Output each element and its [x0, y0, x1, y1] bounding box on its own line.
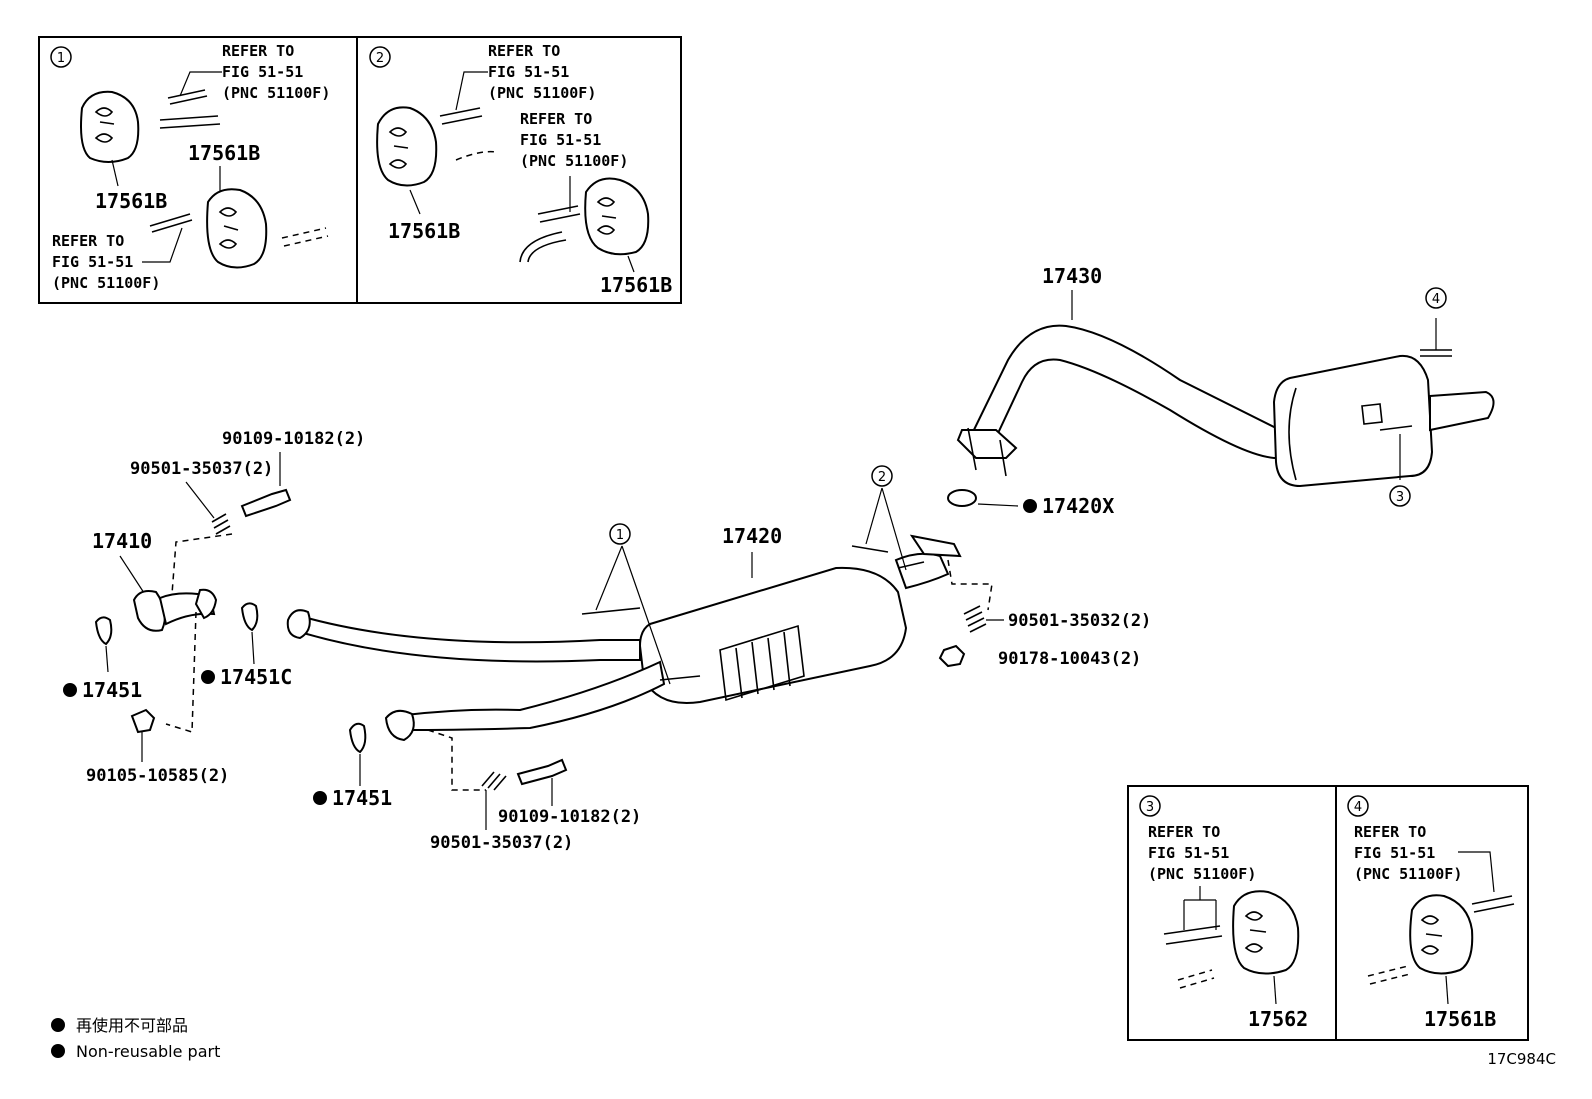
tail-pipe-assembly: 17430 4 3 [956, 264, 1495, 507]
callout-4-icon [1347, 795, 1369, 817]
refer-line1: REFER TO [520, 110, 592, 128]
refer-line3: (PNC 51100F) [222, 84, 330, 102]
lower-fasteners: 17451 90501-35037(2) 90109-10182(2) [313, 722, 641, 853]
part-label-90501-35037-bottom: 90501-35037(2) [430, 833, 573, 853]
callout-3-label: 3 [1146, 800, 1154, 815]
refer-line2: FIG 51-51 [520, 131, 601, 149]
callout-3-label: 3 [1396, 490, 1404, 505]
part-label-17410: 17410 [92, 529, 152, 553]
callout-4-label: 4 [1354, 800, 1362, 815]
part-label-17420: 17420 [722, 524, 782, 548]
part-label-17561b: 17561B [188, 141, 260, 165]
non-reusable-dot-icon [1023, 499, 1037, 513]
part-label-17451c: 17451C [220, 665, 292, 689]
non-reusable-dot-icon [313, 791, 327, 805]
callout-4-label: 4 [1432, 292, 1440, 307]
refer-line2: FIG 51-51 [1148, 844, 1229, 862]
callout-4-icon [1425, 287, 1447, 309]
callout-2-label: 2 [376, 51, 384, 66]
gasket-17420x: 17420X [947, 489, 1114, 518]
refer-line3: (PNC 51100F) [52, 274, 160, 292]
part-label-90178-10043: 90178-10043(2) [998, 649, 1141, 669]
legend-jp: 再使用不可部品 [76, 1016, 188, 1035]
part-label-17561b: 17561B [1424, 1007, 1496, 1031]
right-fasteners: 90501-35032(2) 90178-10043(2) [938, 559, 1151, 669]
refer-line1: REFER TO [488, 42, 560, 60]
refer-line1: REFER TO [1354, 823, 1426, 841]
front-pipe-assembly: 90109-10182(2) 90501-35037(2) 17410 1745… [63, 429, 365, 786]
non-reusable-dot-icon [51, 1044, 65, 1058]
part-label-17561b: 17561B [388, 219, 460, 243]
refer-line3: (PNC 51100F) [1354, 865, 1462, 883]
refer-line3: (PNC 51100F) [488, 84, 596, 102]
part-label-17430: 17430 [1042, 264, 1102, 288]
refer-line2: FIG 51-51 [222, 63, 303, 81]
part-label-90109-10182-top: 90109-10182(2) [222, 429, 365, 449]
refer-line1: REFER TO [222, 42, 294, 60]
part-label-90501-35037-top: 90501-35037(2) [130, 459, 273, 479]
rubber-hanger-icon [206, 188, 268, 269]
refer-line3: (PNC 51100F) [520, 152, 628, 170]
refer-line1: REFER TO [52, 232, 124, 250]
rubber-hanger-icon [80, 90, 140, 163]
part-label-17561b: 17561B [600, 273, 672, 297]
rubber-hanger-icon [1409, 894, 1474, 975]
callout-3-icon [1139, 795, 1161, 817]
inset-4: 4 REFER TO FIG 51-51 (PNC 51100F) 17561B [1335, 785, 1529, 1041]
callout-1-label: 1 [616, 528, 624, 543]
refer-line2: FIG 51-51 [1354, 844, 1435, 862]
callout-1-icon [50, 46, 72, 68]
callout-2-icon [369, 46, 391, 68]
part-label-17451: 17451 [82, 678, 142, 702]
callout-1-label: 1 [57, 51, 65, 66]
non-reusable-dot-icon [51, 1018, 65, 1032]
figure-code: 17C984C [1487, 1050, 1556, 1068]
refer-line1: REFER TO [1148, 823, 1220, 841]
part-label-17451: 17451 [332, 786, 392, 810]
part-label-90105-10585: 90105-10585(2) [86, 766, 229, 786]
rubber-hanger-icon [584, 177, 650, 256]
refer-line2: FIG 51-51 [488, 63, 569, 81]
rubber-hanger-icon [1232, 890, 1300, 975]
part-label-90109-10182-bottom: 90109-10182(2) [498, 807, 641, 827]
inset-2: 2 REFER TO FIG 51-51 (PNC 51100F) 17561B… [356, 36, 682, 304]
callout-1-icon [609, 523, 631, 545]
rubber-hanger-icon [376, 106, 438, 187]
callout-3-icon [1389, 485, 1411, 507]
center-pipe-assembly: 17420 1 2 [286, 465, 962, 742]
inset-3: 3 REFER TO FIG 51-51 (PNC 51100F) 17562 [1127, 785, 1337, 1041]
part-label-17561b: 17561B [95, 189, 167, 213]
non-reusable-dot-icon [201, 670, 215, 684]
part-label-17420x: 17420X [1042, 494, 1114, 518]
non-reusable-dot-icon [63, 683, 77, 697]
legend: 再使用不可部品 Non-reusable part [51, 1016, 220, 1061]
refer-line3: (PNC 51100F) [1148, 865, 1256, 883]
part-label-90501-35032: 90501-35032(2) [1008, 611, 1151, 631]
legend-en: Non-reusable part [76, 1042, 220, 1061]
inset-1: 1 REFER TO FIG 51-51 (PNC 51100F) 17561B… [38, 36, 358, 304]
callout-2-icon [871, 465, 893, 487]
part-label-17562: 17562 [1248, 1007, 1308, 1031]
callout-2-label: 2 [878, 470, 886, 485]
refer-line2: FIG 51-51 [52, 253, 133, 271]
